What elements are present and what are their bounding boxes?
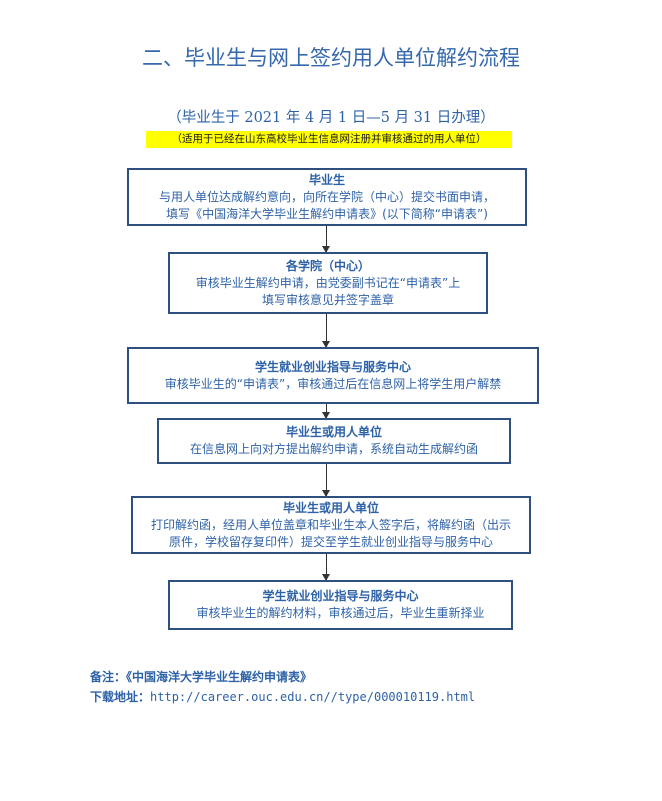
- step-1-box: 毕业生 与用人单位达成解约意向，向所在学院（中心）提交书面申请， 填写《中国海洋…: [127, 168, 527, 226]
- step-text: 在信息网上向对方提出解约申请，系统自动生成解约函: [189, 442, 478, 456]
- step-text: 审核毕业生解约申请，由党委副书记在“申请表”上: [195, 275, 461, 290]
- arrow-down-icon: [322, 226, 330, 253]
- download-link[interactable]: http://career.ouc.edu.cn//type/000010119…: [150, 690, 476, 704]
- arrow-down-icon: [322, 464, 330, 497]
- step-6-box: 学生就业创业指导与服务中心 审核毕业生的解约材料，审核通过后，毕业生重新择业: [168, 580, 513, 630]
- step-heading: 学生就业创业指导与服务中心: [254, 359, 411, 374]
- step-5-box: 毕业生或用人单位 打印解约函，经用人单位盖章和毕业生本人签字后，将解约函（出示 …: [131, 496, 531, 554]
- step-heading: 各学院（中心）: [285, 258, 370, 273]
- step-text: 审核毕业生的“申请表”，审核通过后在信息网上将学生用户解禁: [164, 376, 502, 391]
- note-label: 备注：: [90, 670, 127, 684]
- step-heading: 毕业生或用人单位: [285, 425, 382, 439]
- step-text: 填写审核意见并签字盖章: [261, 292, 394, 307]
- page-title: 二、毕业生与网上签约用人单位解约流程: [142, 46, 520, 70]
- arrow-down-icon: [322, 404, 330, 419]
- step-2-box: 各学院（中心） 审核毕业生解约申请，由党委副书记在“申请表”上 填写审核意见并签…: [168, 252, 488, 314]
- step-3-box: 学生就业创业指导与服务中心 审核毕业生的“申请表”，审核通过后在信息网上将学生用…: [127, 347, 539, 404]
- step-4-box: 毕业生或用人单位 在信息网上向对方提出解约申请，系统自动生成解约函: [157, 418, 511, 464]
- step-text: 与用人单位达成解约意向，向所在学院（中心）提交书面申请，: [158, 189, 495, 204]
- step-text: 审核毕业生的解约材料，审核通过后，毕业生重新择业: [196, 606, 485, 620]
- step-heading: 学生就业创业指导与服务中心: [262, 589, 419, 603]
- period-subtitle: （毕业生于 2021 年 4 月 1 日—5 月 31 日办理）: [167, 110, 495, 126]
- step-text: 原件，学校留存复印件）提交至学生就业创业指导与服务中心: [168, 534, 493, 549]
- note-line: 备注：《中国海洋大学毕业生解约申请表》: [90, 668, 312, 685]
- step-text: 填写《中国海洋大学毕业生解约申请表》(以下简称“申请表”): [166, 206, 488, 221]
- arrow-down-icon: [322, 554, 330, 581]
- step-text: 打印解约函，经用人单位盖章和毕业生本人签字后，将解约函（出示: [150, 517, 511, 532]
- download-label: 下载地址：: [90, 690, 151, 704]
- download-line: 下载地址：http://career.ouc.edu.cn//type/0000…: [90, 688, 475, 705]
- note-form-name: 《中国海洋大学毕业生解约申请表》: [126, 670, 313, 684]
- arrow-down-icon: [322, 314, 330, 348]
- step-heading: 毕业生或用人单位: [282, 500, 379, 515]
- scope-highlight: （适用于已经在山东高校毕业生信息网注册并审核通过的用人单位）: [146, 131, 512, 148]
- step-heading: 毕业生: [308, 172, 345, 187]
